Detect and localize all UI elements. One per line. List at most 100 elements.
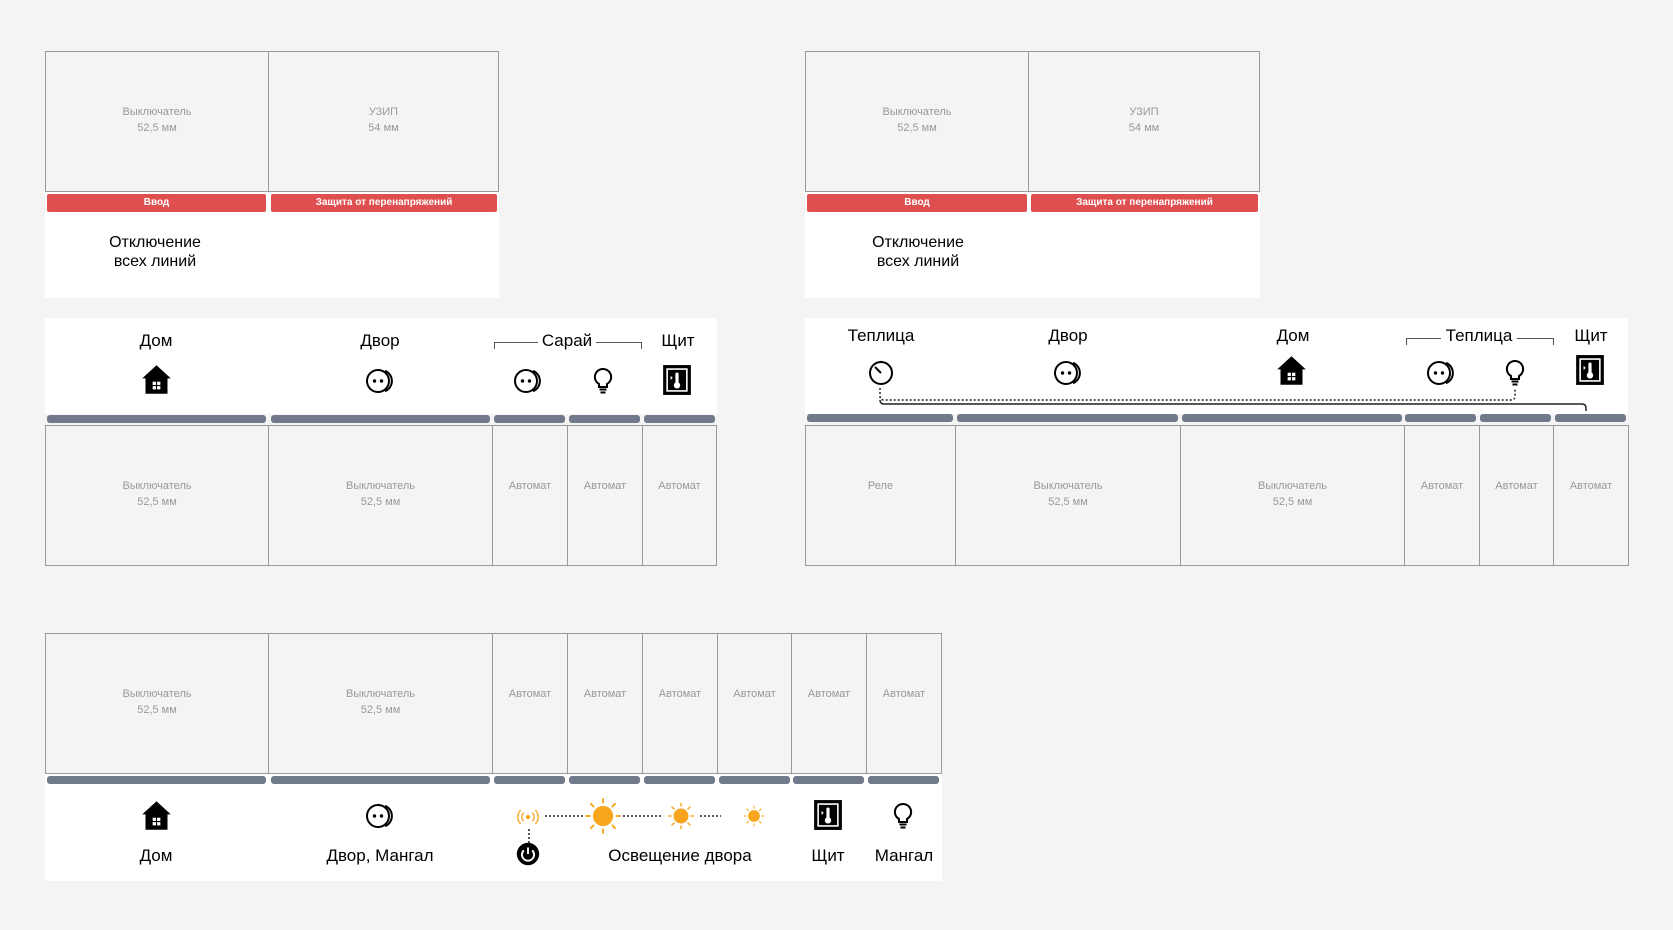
bulb-icon (1500, 358, 1530, 388)
module-name: Выключатель (122, 106, 192, 118)
house-icon (140, 799, 173, 832)
label-shchit: Щит (811, 846, 845, 865)
module-size: 52,5 мм (360, 496, 401, 508)
surge-bar: Защита от перенапряжений (1031, 194, 1258, 212)
module-name: Выключатель (882, 106, 952, 118)
rail-bar (271, 415, 490, 423)
rail-bar (1405, 414, 1476, 422)
rail-bar (47, 415, 266, 423)
label-dom: Дом (139, 846, 173, 865)
vvod-bar: Ввод (807, 194, 1027, 212)
module-automat[interactable]: Автомат (1479, 425, 1554, 566)
label-dvor-mangal: Двор, Мангал (326, 846, 434, 865)
module-automat[interactable]: Автомат (866, 633, 942, 774)
module-name: Автомат (1569, 480, 1613, 492)
module-size: 52,5 мм (137, 496, 177, 508)
label-osveshchenie: Освещение двора (608, 846, 752, 865)
module-switch[interactable]: Выключатель 52,5 мм (45, 425, 269, 566)
module-name: Выключатель (122, 480, 192, 492)
module-automat[interactable]: Автомат (791, 633, 867, 774)
socket-icon (364, 366, 394, 396)
panel-thermometer-icon (661, 362, 693, 398)
module-automat[interactable]: Автомат (642, 633, 718, 774)
panel-thermometer-icon (1574, 352, 1606, 388)
rail-bar (793, 776, 864, 784)
label-strip (45, 774, 942, 881)
module-name: УЗИП (1129, 106, 1159, 118)
module-automat[interactable]: Автомат (1404, 425, 1480, 566)
module-name: Выключатель (345, 688, 416, 700)
surge-bar: Защита от перенапряжений (271, 194, 497, 212)
module-automat[interactable]: Автомат (1553, 425, 1629, 566)
panel-thermometer-icon (812, 797, 844, 833)
module-automat[interactable]: Автомат (492, 425, 568, 566)
module-name: Автомат (658, 480, 701, 492)
rail-bar (1182, 414, 1402, 422)
module-name: Автомат (583, 480, 627, 492)
module-name: Автомат (658, 688, 702, 700)
module-name: Автомат (1495, 480, 1538, 492)
module-automat[interactable]: Автомат (717, 633, 792, 774)
rail-bar (271, 776, 490, 784)
rail-bar (957, 414, 1178, 422)
module-size: 52,5 мм (897, 122, 937, 134)
module-size: 54 мм (1128, 122, 1160, 134)
module-name: Выключатель (345, 480, 416, 492)
module-name: Выключатель (122, 688, 192, 700)
module-name: Выключатель (1257, 480, 1328, 492)
rail-bar (807, 414, 953, 422)
rail-bar (719, 776, 790, 784)
module-automat[interactable]: Автомат (642, 425, 717, 566)
module-uzip[interactable]: УЗИП 54 мм (1028, 51, 1260, 192)
bulb-icon (588, 366, 618, 396)
control-link-line (879, 388, 1587, 411)
radio-signal-icon (515, 804, 541, 830)
rail-bar (1555, 414, 1626, 422)
module-name: УЗИП (368, 106, 399, 118)
label-dvor: Двор (360, 331, 400, 350)
rail-bar (569, 776, 640, 784)
module-size: 54 мм (368, 122, 399, 134)
label-shchit: Щит (661, 331, 695, 350)
module-name: Автомат (882, 688, 926, 700)
house-icon (1275, 354, 1308, 387)
sun-icon (584, 797, 622, 835)
module-size: 52,5 мм (360, 704, 401, 716)
module-name: Автомат (1420, 480, 1464, 492)
rail-bar (494, 415, 565, 423)
module-automat[interactable]: Автомат (567, 633, 643, 774)
module-name: Реле (867, 480, 894, 492)
timer-icon (866, 358, 896, 388)
module-name: Выключатель (1033, 480, 1103, 492)
module-name: Автомат (807, 688, 851, 700)
socket-icon (512, 366, 542, 396)
rail-bar (47, 776, 266, 784)
module-uzip[interactable]: УЗИП 54 мм (268, 51, 499, 192)
module-switch[interactable]: Выключатель 52,5 мм (805, 51, 1029, 192)
rail-bar (644, 415, 715, 423)
module-name: Автомат (508, 480, 552, 492)
module-switch[interactable]: Выключатель 52,5 мм (1180, 425, 1405, 566)
label-saray: Сарай (538, 331, 596, 351)
module-switch[interactable]: Выключатель 52,5 мм (268, 633, 493, 774)
socket-icon (1052, 358, 1082, 388)
rail-bar (569, 415, 640, 423)
module-relay[interactable]: Реле (805, 425, 956, 566)
rail-bar (494, 776, 565, 784)
module-automat[interactable]: Автомат (567, 425, 643, 566)
power-icon (514, 840, 542, 868)
label-teplica: Теплица (1441, 326, 1517, 346)
label-mangal: Мангал (874, 846, 934, 865)
house-icon (140, 363, 173, 396)
bulb-icon (888, 801, 918, 831)
rail-bar (1480, 414, 1551, 422)
module-size: 52,5 мм (1272, 496, 1313, 508)
module-automat[interactable]: Автомат (492, 633, 568, 774)
module-name: Автомат (583, 688, 627, 700)
module-switch[interactable]: Выключатель 52,5 мм (268, 425, 493, 566)
